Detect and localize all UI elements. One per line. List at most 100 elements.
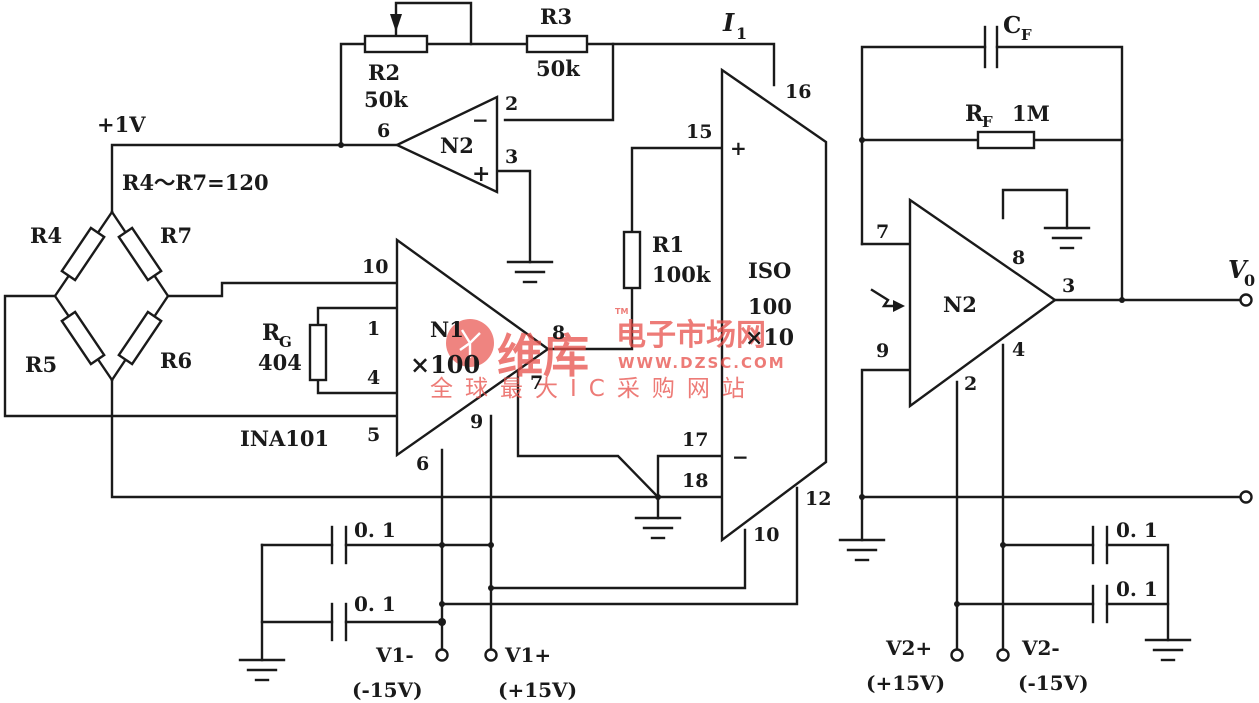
label-rg-value: 404 — [258, 350, 302, 375]
labels: +1V R4～R7=120 R4 R7 R5 R6 R2 50k R3 50k … — [25, 4, 1255, 702]
label-v2-minus-value: (-15V) — [1018, 671, 1089, 695]
resistor-rg — [308, 323, 328, 382]
pin-n1-9: 9 — [470, 411, 483, 433]
label-rf-sub: F — [982, 113, 993, 131]
terminal-v1-plus — [484, 648, 498, 662]
pin-n2l-6: 6 — [377, 120, 390, 142]
label-rf: R — [965, 101, 984, 127]
terminal-vo — [1239, 293, 1253, 307]
r2-wiper-arrow-icon — [390, 14, 402, 32]
capacitor-cf — [983, 25, 999, 69]
label-n2-minus: − — [472, 108, 489, 132]
terminal-common — [1239, 490, 1253, 504]
optical-input-arrow-icon — [870, 288, 902, 308]
label-r6: R6 — [160, 348, 192, 373]
ground-icon — [634, 516, 682, 540]
pin-n1-1: 1 — [367, 318, 380, 340]
watermark-logo-circuit-icon — [459, 329, 481, 358]
pin-n2r-8: 8 — [1012, 247, 1025, 269]
pin-n1-8: 8 — [552, 322, 565, 344]
label-cap-a: 0. 1 — [354, 518, 396, 542]
resistor-r7 — [117, 226, 163, 282]
ground-symbols — [238, 226, 1192, 682]
resistor-r2 — [363, 34, 429, 54]
label-cf: C — [1003, 12, 1021, 39]
watermark-slogan: 电子市场网 — [616, 318, 766, 353]
label-r2-value: 50k — [364, 87, 408, 112]
pin-n2r-7: 7 — [876, 221, 889, 243]
pin-n2r-3: 3 — [1062, 275, 1075, 297]
pin-numbers: 6 2 3 10 1 4 5 8 7 6 9 15 16 17 18 10 12… — [362, 81, 1075, 546]
opamp-n2-right — [908, 197, 1058, 409]
label-v1-minus: V1- — [375, 643, 414, 667]
watermark-brand: 维库 — [497, 329, 589, 383]
terminal-v2-minus — [996, 648, 1010, 662]
label-r5: R5 — [25, 352, 57, 377]
pin-n1-7: 7 — [530, 372, 543, 394]
ground-icon — [838, 538, 886, 562]
label-v2-minus: V2- — [1021, 636, 1060, 660]
watermark: 维库 电子市场网 WWW.DZSC.COM 全球最大IC采购网站 TM — [430, 307, 784, 402]
pin-n1-5: 5 — [367, 424, 380, 446]
resistor-r5 — [60, 310, 106, 366]
resistor-r6 — [117, 310, 163, 366]
label-bridge-spec: R4～R7=120 — [122, 170, 269, 195]
label-rg: R — [262, 320, 281, 346]
ground-icon — [506, 260, 554, 284]
label-r4: R4 — [30, 223, 62, 248]
terminal-v2-plus — [950, 648, 964, 662]
label-vo: V — [1228, 255, 1249, 284]
pin-iso-18: 18 — [682, 470, 708, 492]
pin-iso-17: 17 — [682, 429, 708, 451]
ground-icon — [1043, 226, 1091, 250]
pin-iso-10: 10 — [753, 524, 779, 546]
isolation-amp-iso100 — [720, 67, 828, 543]
label-n2-plus: + — [472, 161, 490, 187]
pin-iso-15: 15 — [686, 121, 712, 143]
label-iso: ISO — [748, 258, 791, 283]
label-n1-gain: ×100 — [410, 350, 480, 379]
label-iso-gain: ×10 — [745, 325, 794, 351]
capacitors — [330, 25, 1109, 642]
label-r3-value: 50k — [536, 56, 580, 81]
resistor-r1 — [622, 230, 642, 290]
label-n2-left: N2 — [440, 133, 474, 158]
label-vo-sub: 0 — [1244, 271, 1255, 290]
pin-n2l-3: 3 — [505, 146, 518, 168]
watermark-tagline: 全球最大IC采购网站 — [430, 376, 757, 402]
pin-n2l-2: 2 — [505, 93, 518, 115]
label-i1-sub: 1 — [736, 24, 747, 43]
label-r7: R7 — [160, 223, 192, 248]
pin-n1-6: 6 — [416, 453, 429, 475]
label-r1-value: 100k — [652, 262, 711, 287]
label-v1-minus-value: (-15V) — [352, 678, 423, 702]
label-iso-model: 100 — [748, 294, 792, 319]
label-v2-plus: V2+ — [885, 636, 932, 660]
label-v2-plus-value: (+15V) — [866, 671, 945, 695]
junction-dots — [338, 137, 1125, 626]
label-cap-c: 0. 1 — [1116, 518, 1158, 542]
opamp-n2-left — [394, 95, 499, 194]
label-cap-b: 0. 1 — [354, 592, 396, 616]
terminal-v1-minus — [435, 648, 449, 662]
pin-n2r-4: 4 — [1012, 339, 1025, 361]
resistor-r4 — [60, 226, 106, 282]
bridge — [53, 210, 170, 382]
watermark-tm: TM — [615, 307, 628, 316]
resistor-r3 — [525, 34, 589, 54]
label-rg-sub: G — [279, 333, 292, 351]
pin-n1-4: 4 — [367, 367, 380, 389]
ground-icon — [1144, 638, 1192, 662]
label-n2-right: N2 — [943, 292, 977, 317]
label-iso-minus: − — [732, 445, 749, 469]
pin-iso-16: 16 — [785, 81, 811, 103]
pin-n2r-2: 2 — [964, 373, 977, 395]
label-cap-d: 0. 1 — [1116, 577, 1158, 601]
wires — [3, 1, 1242, 662]
label-r1: R1 — [652, 232, 684, 257]
label-iso-plus: + — [730, 136, 747, 160]
capacitor-c3 — [1091, 525, 1109, 565]
capacitor-c1 — [330, 525, 348, 565]
pin-n2r-9: 9 — [876, 340, 889, 362]
label-rf-value: 1M — [1012, 101, 1050, 126]
